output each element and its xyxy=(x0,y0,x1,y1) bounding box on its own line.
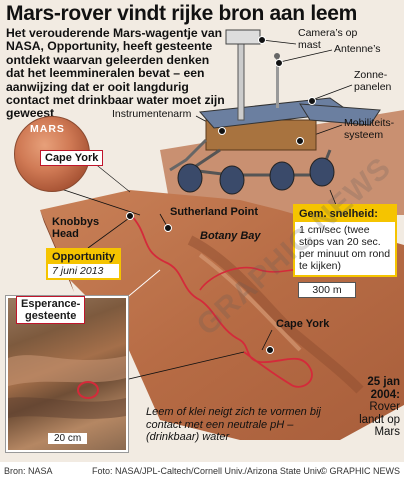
rover-illustration xyxy=(169,29,381,195)
label-solar-panels: Zonne-panelen xyxy=(354,69,392,93)
callout-dot xyxy=(218,127,226,135)
landing-date: 25 jan 2004: xyxy=(367,376,400,401)
map-dot xyxy=(164,224,172,232)
map-label-botany-bay: Botany Bay xyxy=(200,230,261,242)
speed-header: Gem. snelheid: xyxy=(295,206,395,222)
speed-box: Gem. snelheid: 1 cm/sec (twee stops van … xyxy=(293,204,397,277)
esperance-label: Esperance- gesteente xyxy=(16,296,86,324)
callout-dot xyxy=(275,59,283,67)
map-dot xyxy=(266,346,274,354)
footer-photo-credit: Foto: NASA/JPL-Caltech/Cornell Univ./Ari… xyxy=(92,466,324,476)
rover-route xyxy=(129,213,313,388)
label-antennas: Antenne’s xyxy=(334,43,381,55)
map-label-sutherland-point: Sutherland Point xyxy=(170,206,258,218)
landing-text: Rover landt op Mars xyxy=(359,401,400,438)
footer-source: Bron: NASA xyxy=(4,466,53,476)
map-label-knobbys-head: Knobbys Head xyxy=(52,216,100,240)
callout-dot xyxy=(308,97,316,105)
esperance-line2: gesteente xyxy=(24,310,77,322)
clay-caption: Leem of klei neigt zich te vormen bij co… xyxy=(146,406,321,443)
inset-cape-york-label: Cape York xyxy=(40,150,104,166)
footer-copyright: © GRAPHIC NEWS xyxy=(320,466,400,476)
callout-dot xyxy=(296,137,304,145)
intro-text: Het verouderende Mars-wagentje van NASA,… xyxy=(6,26,225,121)
rock-texture xyxy=(8,355,126,419)
speed-text: 1 cm/sec (twee stops van 20 sec. per min… xyxy=(299,224,391,272)
footer: Bron: NASA Foto: NASA/JPL-Caltech/Cornel… xyxy=(0,462,404,479)
label-instrument-arm: Instrumentenarm xyxy=(112,108,192,120)
photo-scale-bar: 20 cm xyxy=(48,433,88,444)
label-mobility-system: Mobiliteits-systeem xyxy=(344,117,395,141)
opportunity-name: Opportunity xyxy=(48,250,119,264)
landing-note: 25 jan 2004: Rover landt op Mars xyxy=(352,376,400,439)
label-cameras: Camera’s op mast xyxy=(298,27,358,51)
map-label-cape-york: Cape York xyxy=(276,318,330,330)
map-scale-bar: 300 m xyxy=(298,282,356,298)
opportunity-date: 7 juni 2013 xyxy=(52,265,104,277)
esperance-line1: Esperance- xyxy=(21,298,81,310)
callout-dot xyxy=(258,36,266,44)
page-title: Mars-rover vindt rijke bron aan leem xyxy=(6,2,357,25)
map-dot xyxy=(126,212,134,220)
mars-label: MARS xyxy=(30,123,65,135)
opportunity-position-box: Opportunity 7 juni 2013 xyxy=(46,248,121,280)
